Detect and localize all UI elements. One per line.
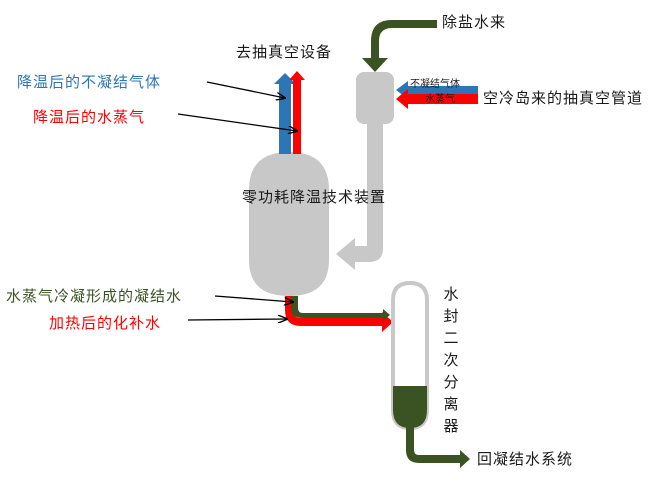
device-name-label: 零功耗降温技术装置 (242, 188, 387, 206)
red-left-arrow (396, 89, 478, 109)
main-vessel (249, 152, 329, 296)
blue-left-arrow (396, 81, 478, 99)
demin-water-label: 除盐水来 (442, 13, 507, 31)
gray-return-pipe (336, 120, 383, 270)
separator-char: 次 (443, 351, 459, 369)
cooled-noncondensable-label: 降温后的不凝结气体 (17, 73, 162, 91)
separator-char: 离 (443, 395, 459, 413)
to-vacuum-label: 去抽真空设备 (236, 43, 333, 61)
vacuum-pipe-label: 空冷岛来的抽真空管道 (483, 89, 644, 107)
return-condensate-label: 回凝结水系统 (477, 450, 574, 468)
steam-small-label: 水蒸气 (425, 94, 455, 105)
pointer-makeup (187, 319, 287, 320)
separator-char: 封 (443, 307, 459, 325)
heated-makeup-label: 加热后的化补水 (49, 314, 162, 332)
pointer-noncondensable (206, 81, 285, 98)
separator-char: 水 (443, 285, 459, 303)
separator-char: 二 (443, 329, 459, 347)
noncondensable-small-label: 不凝结气体 (410, 79, 460, 90)
small-vessel (356, 72, 394, 124)
demin-water-arrow (362, 20, 437, 72)
blue-up-arrow (274, 73, 296, 154)
pointer-condensate (214, 295, 293, 302)
pointer-steam (177, 113, 297, 131)
separator-char: 器 (443, 417, 459, 435)
red-makeup-pipe (285, 296, 393, 332)
separator-char: 分 (443, 373, 459, 391)
separator-water (393, 386, 427, 428)
return-pipe (406, 426, 470, 468)
separator-label: 水 封 二 次 分 离 器 (442, 283, 460, 437)
cooled-steam-label: 降温后的水蒸气 (33, 108, 146, 126)
condensate-label: 水蒸气冷凝形成的凝结水 (6, 287, 183, 305)
green-condensate-pipe (291, 296, 390, 321)
